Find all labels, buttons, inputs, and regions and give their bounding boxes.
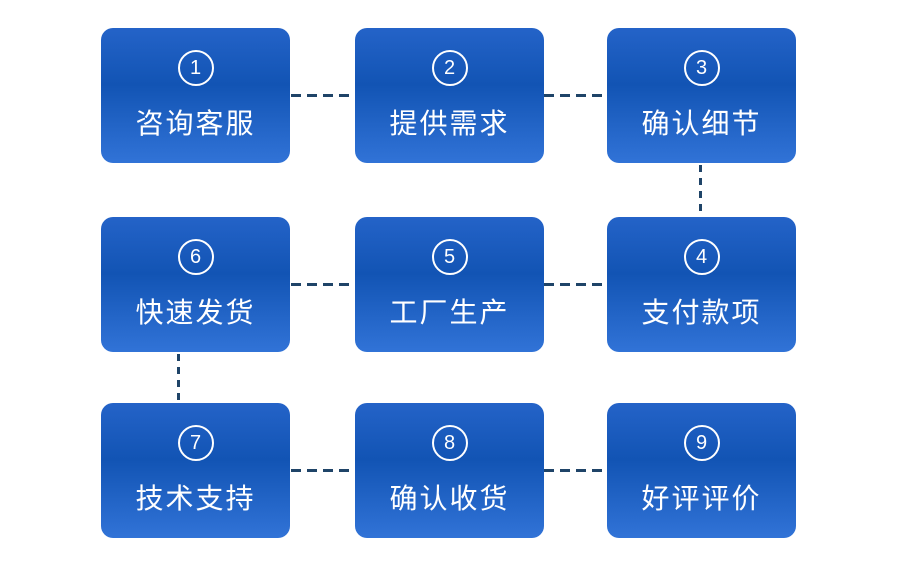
step-label: 技术支持 (135, 482, 256, 514)
connector-step5-step6 (291, 283, 354, 286)
connector-step2-step3 (544, 94, 606, 97)
connector-step6-step7 (177, 354, 180, 401)
connector-step3-step4 (699, 165, 702, 215)
step-box-8: 8 确认收货 (355, 403, 544, 538)
step-label: 咨询客服 (135, 107, 256, 139)
step-number-badge: 3 (683, 49, 720, 86)
step-box-5: 5 工厂生产 (355, 217, 544, 352)
connector-step8-step9 (544, 469, 606, 472)
connector-step4-step5 (544, 283, 606, 286)
step-number-badge: 2 (431, 49, 468, 86)
step-number-badge: 1 (177, 49, 214, 86)
connector-step7-step8 (291, 469, 354, 472)
step-label: 好评评价 (641, 482, 762, 514)
step-number-badge: 6 (177, 238, 214, 275)
step-box-4: 4 支付款项 (607, 217, 796, 352)
step-number-badge: 5 (431, 238, 468, 275)
step-label: 支付款项 (641, 296, 762, 328)
step-number-badge: 7 (177, 424, 214, 461)
step-label: 确认细节 (641, 107, 762, 139)
step-label: 快速发货 (135, 296, 256, 328)
step-label: 工厂生产 (389, 296, 510, 328)
step-label: 提供需求 (389, 107, 510, 139)
step-number-badge: 8 (431, 424, 468, 461)
step-number-badge: 4 (683, 238, 720, 275)
connector-step1-step2 (291, 94, 354, 97)
step-box-6: 6 快速发货 (101, 217, 290, 352)
step-label: 确认收货 (389, 482, 510, 514)
step-box-7: 7 技术支持 (101, 403, 290, 538)
step-box-2: 2 提供需求 (355, 28, 544, 163)
step-box-1: 1 咨询客服 (101, 28, 290, 163)
step-box-3: 3 确认细节 (607, 28, 796, 163)
step-box-9: 9 好评评价 (607, 403, 796, 538)
step-number-badge: 9 (683, 424, 720, 461)
